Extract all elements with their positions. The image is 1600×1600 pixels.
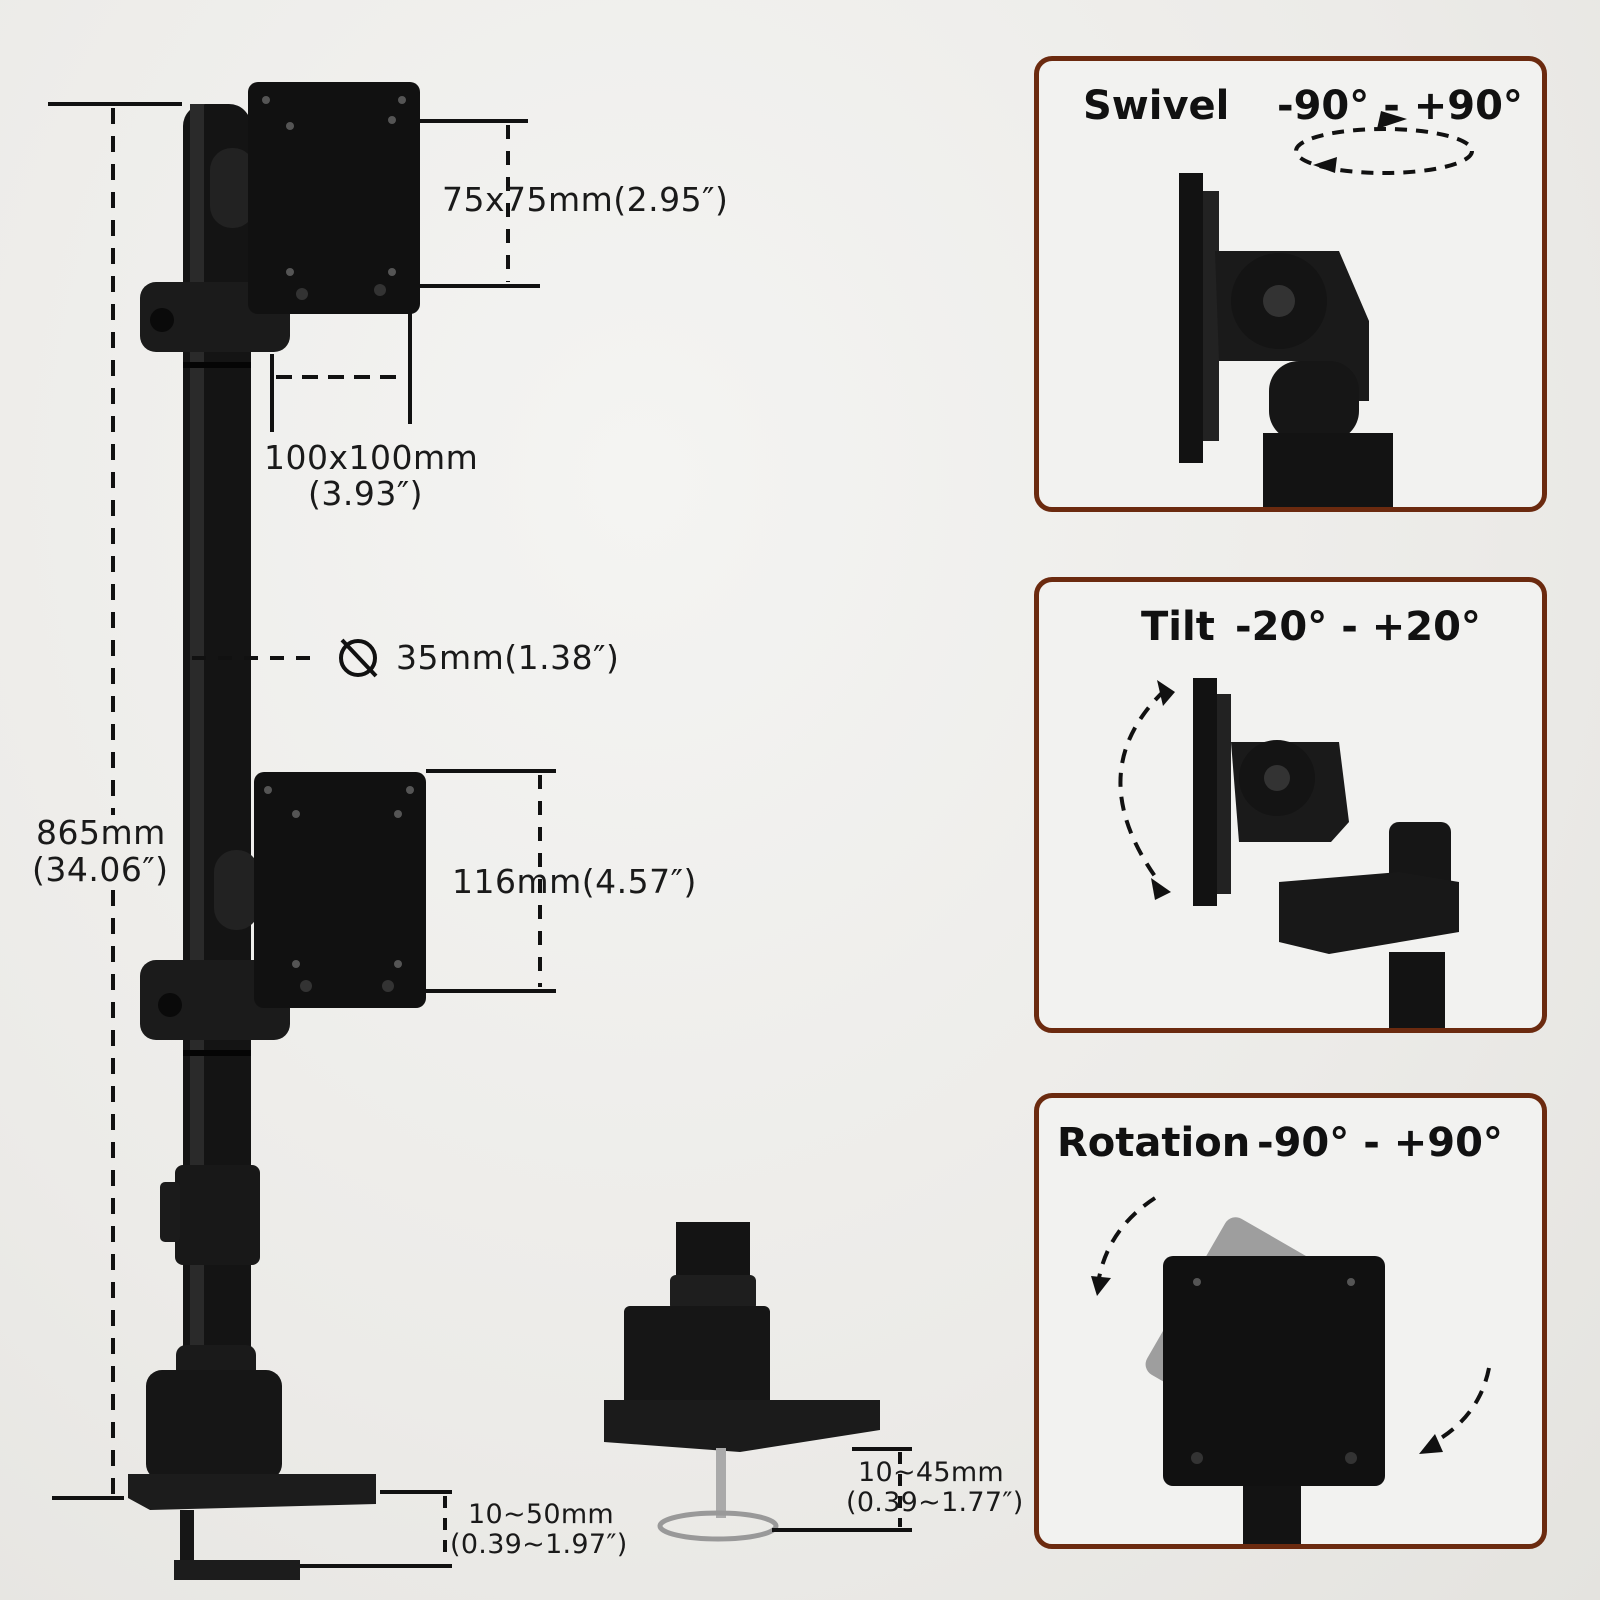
tilt-range: -20° - +20°: [1235, 604, 1481, 650]
total-height-in-label: (34.06″): [32, 850, 169, 889]
tilt-illustration: [1118, 678, 1459, 1028]
rotation-name: Rotation: [1057, 1120, 1251, 1166]
lower-vesa-plate: [140, 772, 426, 1040]
grommet-base: [604, 1222, 880, 1542]
desk-clamp: [128, 1370, 376, 1580]
plate-height-label: 116mm(4.57″): [452, 862, 697, 901]
total-height-label: 865mm: [36, 813, 166, 852]
rotation-illustration: [1091, 1196, 1491, 1544]
upper-vesa-plate: [140, 82, 420, 352]
tilt-name: Tilt: [1141, 604, 1215, 650]
pole-diameter-label: 35mm(1.38″): [396, 638, 620, 677]
vesa-large-mm-label: 100x100mm: [264, 438, 479, 477]
swivel-panel: Swivel -90° - +90°: [1034, 56, 1547, 512]
vesa-large-in-label: (3.93″): [308, 474, 424, 513]
swivel-name: Swivel: [1083, 83, 1230, 129]
clamp-range-bracket: [300, 1490, 452, 1568]
vesa-75-bracket: [400, 119, 540, 288]
grommet-range-bracket: [772, 1447, 912, 1532]
height-dimension-line: [48, 102, 182, 1500]
swivel-illustration: [1179, 111, 1474, 507]
rotation-range: -90° - +90°: [1257, 1120, 1503, 1166]
clamp-range-in-label: (0.39~1.97″): [450, 1529, 628, 1560]
clamp-range-mm-label: 10~50mm: [468, 1499, 615, 1530]
grommet-range-in-label: (0.39~1.77″): [846, 1487, 1024, 1518]
grommet-range-mm-label: 10~45mm: [858, 1457, 1005, 1488]
tilt-panel: Tilt -20° - +20°: [1034, 577, 1547, 1033]
plate-height-bracket: [426, 769, 556, 993]
rotation-panel: Rotation -90° - +90°: [1034, 1093, 1547, 1549]
vesa-small-label: 75x75mm(2.95″): [442, 180, 729, 219]
vesa-100-bracket: [270, 296, 412, 432]
diameter-pointer: [192, 638, 378, 678]
